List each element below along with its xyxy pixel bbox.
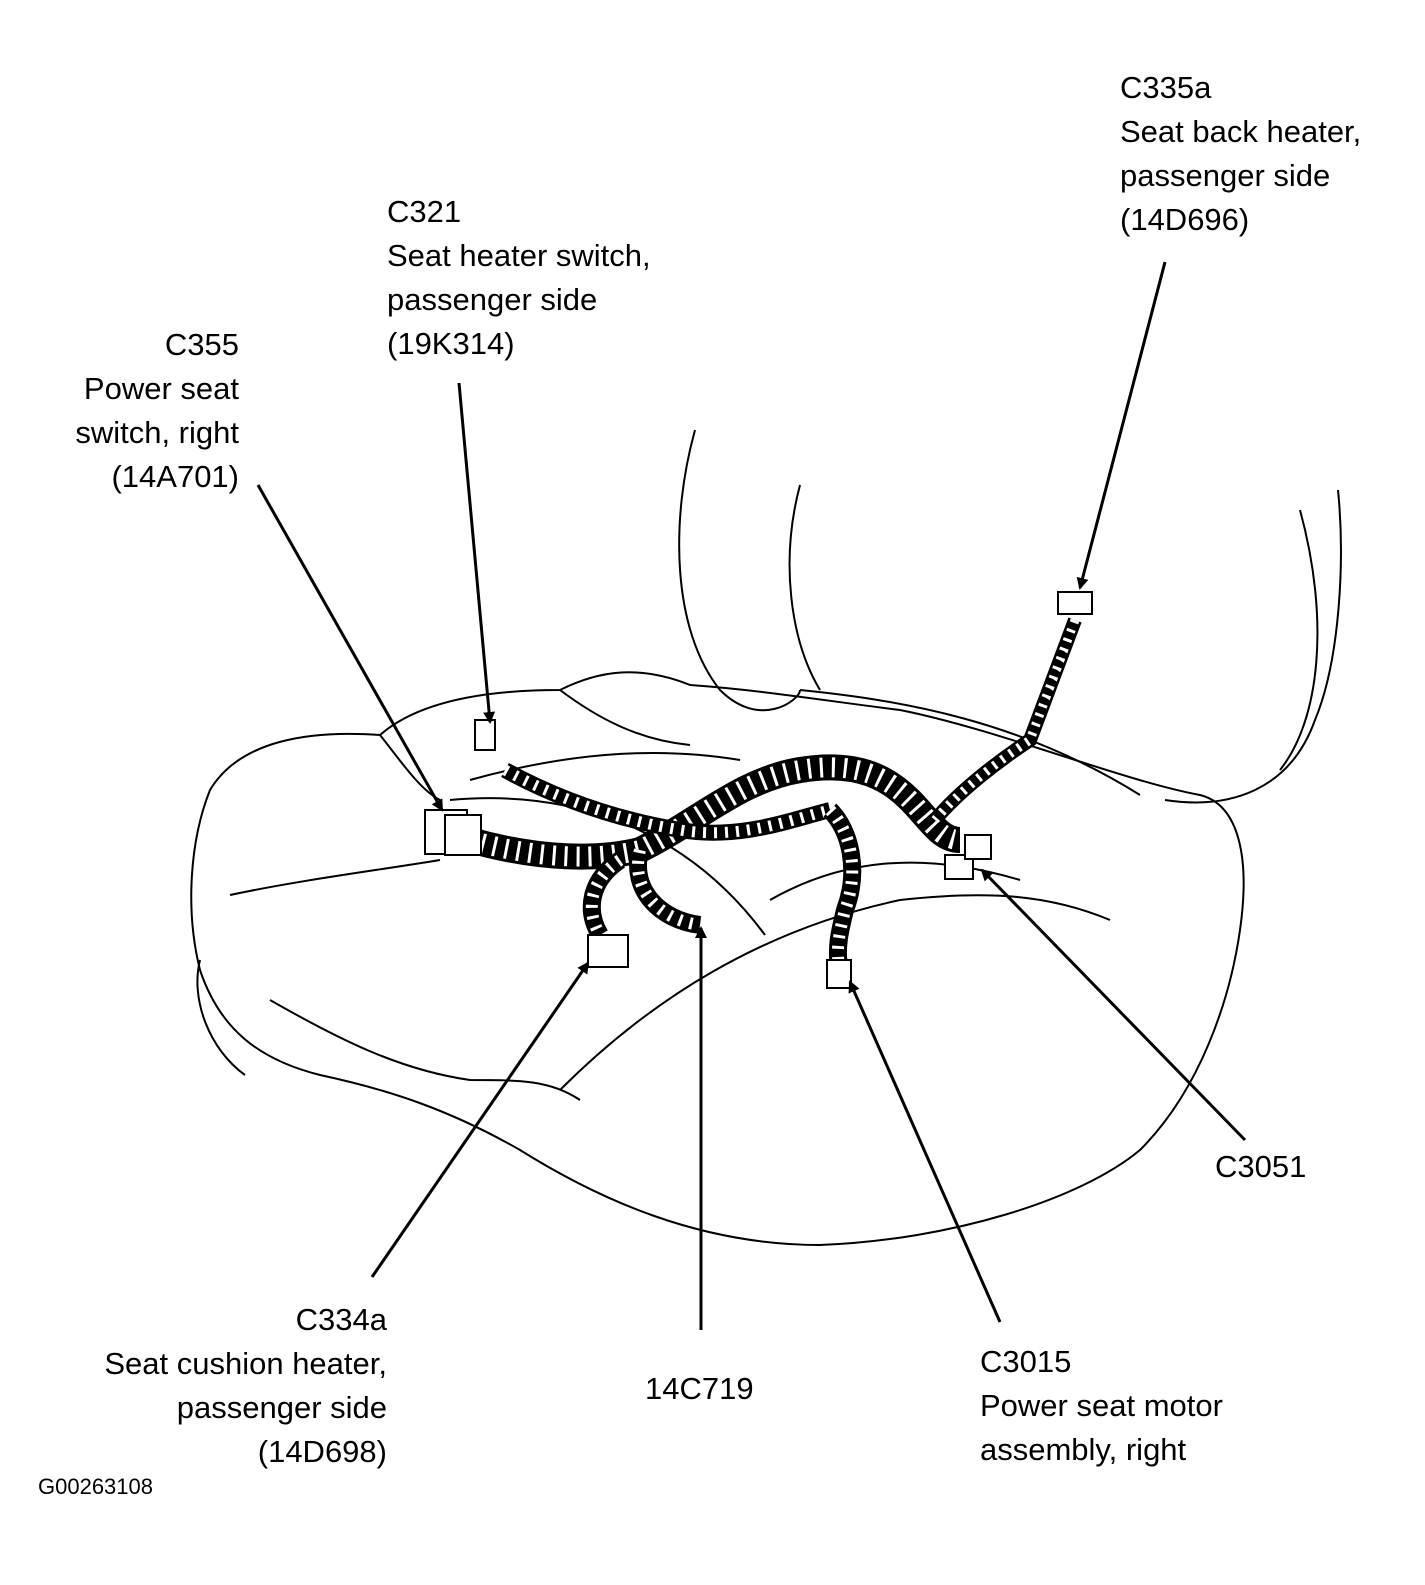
callout-c355: C355 Power seat switch, right (14A701) [75, 323, 239, 499]
callout-code: C355 [164, 327, 239, 362]
wiring-harness [466, 617, 1082, 973]
callout-code: C321 [387, 194, 462, 229]
callout-description: passenger side [1120, 158, 1331, 193]
connector-c334a [587, 934, 629, 968]
arrow-c3015 [848, 980, 1002, 1323]
callout-c3015: C3015 Power seat motor assembly, right [980, 1340, 1223, 1472]
callout-description: assembly, right [980, 1432, 1187, 1467]
callout-part-number: (19K314) [387, 326, 515, 361]
arrow-c321 [457, 382, 496, 724]
callout-part-number: (14D698) [257, 1434, 387, 1469]
callout-c321: C321 Seat heater switch, passenger side … [387, 190, 651, 366]
arrow-c335a [1076, 261, 1167, 590]
callout-14c719: 14C719 [645, 1367, 754, 1411]
callout-code: C334a [295, 1302, 387, 1337]
callout-code: C3051 [1215, 1149, 1307, 1184]
arrow-c334a [370, 961, 590, 1278]
callout-description: Power seat motor [980, 1388, 1223, 1423]
seat-back [678, 429, 1342, 804]
callout-description: Seat back heater, [1120, 114, 1362, 149]
callout-description: switch, right [75, 415, 239, 450]
callout-part-number: (14D696) [1120, 202, 1250, 237]
callout-code: C3015 [980, 1344, 1072, 1379]
figure-id: G00263108 [38, 1474, 153, 1499]
arrow-c355 [256, 484, 444, 812]
seat-cushion [190, 671, 1245, 1247]
leader-arrows [256, 261, 1247, 1330]
callout-code: 14C719 [645, 1371, 754, 1406]
callout-description: Power seat [83, 371, 239, 406]
callout-part-number: (14A701) [111, 459, 239, 494]
callout-c3051: C3051 [1215, 1145, 1306, 1189]
arrow-c3051 [980, 868, 1247, 1142]
callout-description: Seat heater switch, [387, 238, 651, 273]
callout-c335a: C335a Seat back heater, passenger side (… [1120, 66, 1361, 242]
callout-c334a: C334a Seat cushion heater, passenger sid… [104, 1298, 387, 1474]
callout-description: passenger side [176, 1390, 387, 1425]
connector-c3015 [826, 959, 852, 989]
connector-c321 [474, 719, 496, 751]
callout-code: C335a [1120, 70, 1212, 105]
connector-c3051 [944, 854, 974, 880]
connectors [424, 591, 1093, 989]
callout-description: passenger side [387, 282, 598, 317]
connector-c335a [1057, 591, 1093, 615]
callout-description: Seat cushion heater, [104, 1346, 387, 1381]
